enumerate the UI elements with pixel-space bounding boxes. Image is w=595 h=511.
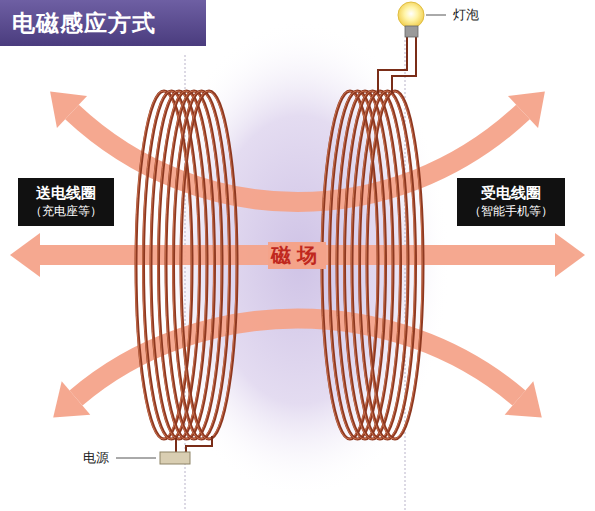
leader-line	[426, 15, 446, 16]
leader-line	[116, 458, 156, 459]
coil-label-box: 受电线圈（智能手机等）	[457, 178, 565, 226]
coil-highlight	[366, 91, 422, 439]
arrow-head	[505, 381, 542, 417]
coil-example: （智能手机等）	[469, 203, 553, 220]
coil-turn	[181, 91, 237, 439]
title-banner	[0, 0, 206, 46]
arrow-head	[50, 91, 87, 128]
bulb	[398, 2, 424, 28]
coil-name: 送电线圈	[30, 183, 102, 203]
wire	[175, 438, 177, 452]
wire	[392, 36, 416, 93]
coils	[135, 91, 423, 439]
magnetic-field-label: 磁场	[268, 242, 326, 269]
coil-label-box: 送电线圈（充电座等）	[18, 178, 114, 226]
coil-highlight	[180, 91, 236, 439]
arrow-head	[53, 381, 90, 417]
coil-name: 受电线圈	[469, 183, 553, 203]
arrow-head	[555, 233, 585, 277]
diagram-title: 电磁感应方式	[12, 8, 156, 39]
magnetic-field-arrows	[10, 91, 585, 417]
coil-turn	[367, 91, 423, 439]
power-source	[160, 452, 190, 464]
arrow-head	[10, 233, 40, 277]
bulb-base	[405, 26, 418, 37]
wire	[186, 436, 212, 452]
coil-example: （充电座等）	[30, 203, 102, 220]
arrow-head	[508, 91, 545, 128]
bulb-label: 灯泡	[450, 6, 482, 24]
power-label: 电源	[80, 449, 112, 467]
divider	[405, 40, 406, 511]
